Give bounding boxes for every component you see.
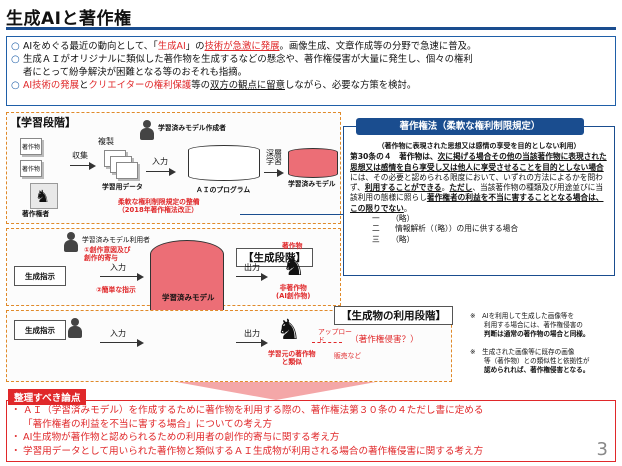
law-article-text: 第30条の４ 著作物は、次に掲げる場合その他の当該著作物に表現された思想又は感情… — [350, 152, 607, 213]
creative-contribution-label: ①創作意図及び創作的寄与 — [84, 246, 131, 262]
learning-input-label: 入力 — [152, 157, 168, 166]
document-icon: 著作物 — [20, 138, 42, 155]
issue-1: ＡＩ（学習済みモデル）を作成するために著作物を利用する際の、著作権法第３０条の４… — [11, 404, 609, 431]
generation-instruction-box: 生成指示 — [14, 266, 66, 286]
trained-model-cylinder-icon — [288, 148, 338, 178]
usage-stage-panel — [6, 310, 452, 382]
usage-note-2: ※ 生成された画像等に既存の画像等（著作物）との類似性と依拠性が認められれば、著… — [470, 348, 590, 374]
collect-arrow — [70, 161, 96, 170]
copy-label: 複製 — [98, 137, 114, 146]
central-model-label: 学習済みモデル — [162, 293, 215, 302]
issues-label: 整理すべき論点 — [8, 389, 87, 405]
upload-label: アップロード — [318, 328, 352, 344]
copyright-law-box: （著作物に表現された思想又は感情の享受を目的としない利用） 第30条の４ 著作物… — [343, 126, 615, 276]
intro-bullet-1: AIをめぐる最近の動向として、「生成AI」の技術が急激に発展。画像生成、文章作成… — [11, 40, 611, 53]
flexible-provision-note: 柔軟な権利制限規定の整備（2018年著作権法改正） — [118, 198, 200, 214]
generation-output-arrow — [236, 272, 268, 281]
generation-stage-label: 【生成段階】 — [236, 248, 313, 267]
ai-program-label: ＡＩのプログラム — [196, 186, 251, 194]
page-title: 生成AIと著作権 — [6, 9, 132, 29]
learning-stage-label: 【学習段階】 — [10, 116, 76, 129]
law-box-title: 著作権法（柔軟な権利制限規定） — [356, 118, 584, 135]
page-number: 3 — [596, 439, 608, 460]
horse-icon: ♞ — [276, 313, 302, 346]
intro-bullet-2: 生成ＡＩがオリジナルに類似した著作物を生成するなどの懸念や、著作権侵害が大量に発… — [11, 53, 611, 79]
rights-holder-horse-box: ♞ — [30, 183, 58, 209]
usage-output-arrow — [236, 338, 268, 347]
law-item-2: 二 情報解析（（略））の用に供する場合 — [372, 224, 519, 234]
person-icon — [64, 232, 78, 252]
generation-output-label: 出力 — [244, 263, 260, 272]
person-icon — [68, 318, 82, 338]
sale-label: 販売など — [334, 352, 362, 360]
upload-arrow — [312, 342, 342, 343]
work-label: 著作物 — [282, 242, 303, 250]
horse-icon: ♞ — [35, 187, 51, 207]
issue-3: 学習用データとして用いられた著作物と類似するＡＩ生成物が利用される場合の著作権侵… — [11, 445, 609, 459]
person-icon — [140, 120, 154, 140]
generation-input-arrow — [100, 272, 144, 281]
document-icon — [116, 162, 138, 179]
law-item-1: 一 （略） — [372, 214, 415, 224]
issues-box: ＡＩ（学習済みモデル）を作成するために著作物を利用する際の、著作権法第３０条の４… — [6, 400, 616, 462]
non-work-label: 非著作物(AI創作物) — [276, 284, 311, 300]
title-rule — [6, 27, 616, 30]
horse-icon: ♞ — [282, 252, 306, 282]
usage-output-label: 出力 — [244, 329, 260, 338]
ai-program-cylinder-icon — [188, 145, 260, 181]
issue-2: AI生成物が著作物と認められるための利用者の創作的寄与に関する考え方 — [11, 431, 609, 445]
collect-label: 収集 — [72, 151, 88, 160]
intro-box: AIをめぐる最近の動向として、「生成AI」の技術が急激に発展。画像生成、文章作成… — [6, 36, 616, 106]
usage-instruction-box: 生成指示 — [14, 320, 66, 340]
law-item-3: 三 （略） — [372, 234, 415, 244]
deep-learning-label: 深層学習 — [266, 149, 282, 166]
usage-infringement-label: （著作権侵害？） — [350, 335, 419, 345]
rights-holder-label: 著作権者 — [22, 210, 50, 218]
usage-note-1: ※ AIを利用して生成した画像等を利用する場合には、著作権侵害の判断は通常の著作… — [470, 312, 590, 338]
training-data-label: 学習用データ — [102, 183, 143, 191]
trained-model-label: 学習済みモデル — [288, 180, 336, 188]
generation-input-label: 入力 — [110, 263, 126, 272]
usage-input-label: 入力 — [110, 329, 126, 338]
document-icon: 著作物 — [20, 160, 42, 177]
model-user-label: 学習済みモデル利用者 — [82, 236, 150, 244]
law-subtitle: （著作物に表現された思想又は感情の享受を目的としない利用） — [377, 142, 581, 150]
usage-input-arrow — [100, 338, 144, 347]
similar-work-label: 学習元の著作物と類似 — [268, 350, 316, 366]
model-creator-label: 学習済みモデル作成者 — [158, 124, 226, 132]
issues-down-arrow — [176, 382, 376, 400]
learning-input-arrow — [146, 167, 176, 176]
flexible-provision-connector — [240, 214, 344, 215]
simple-instruction-label: ②簡単な指示 — [96, 286, 136, 294]
intro-bullet-3: AI技術の発展とクリエイターの権利保護等の双方の観点に留意しながら、必要な方策を… — [11, 79, 611, 92]
deep-learning-arrow — [264, 168, 284, 177]
usage-stage-label: 【生成物の利用段階】 — [334, 306, 453, 325]
